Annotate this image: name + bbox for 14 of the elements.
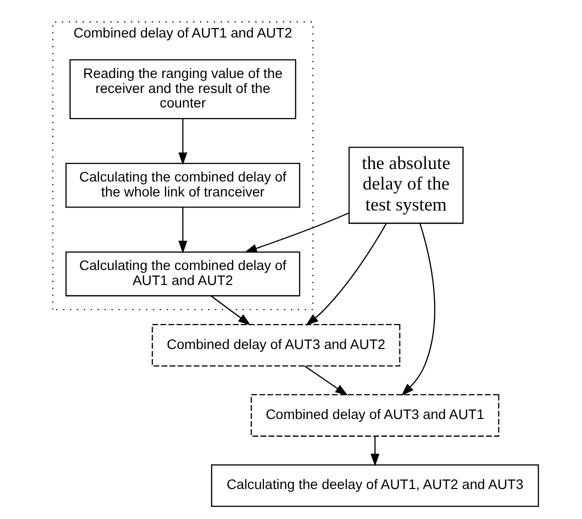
node-box: Calculating the deelay of AUT1, AUT2 and AUT3 [211, 464, 539, 507]
arrow [244, 212, 349, 253]
node-box: Combined delay of AUT3 and AUT2 [152, 324, 400, 367]
node-box: the absolute delay of the test system [348, 146, 464, 224]
arrow [178, 119, 188, 166]
arrow [306, 223, 387, 326]
arrow [370, 436, 380, 466]
arrow [401, 223, 436, 396]
node-box: Combined delay of AUT3 and AUT1 [250, 394, 500, 437]
arrow [304, 366, 348, 396]
node-box: Calculating the combined delay of the whole link of tranceiver [65, 162, 300, 208]
arrow [178, 207, 188, 254]
node-box: Reading the ranging value of the receiver and the result of the counter [70, 59, 296, 120]
node-box: Calculating the combined delay of AUT1 and AUT2 [65, 251, 300, 296]
